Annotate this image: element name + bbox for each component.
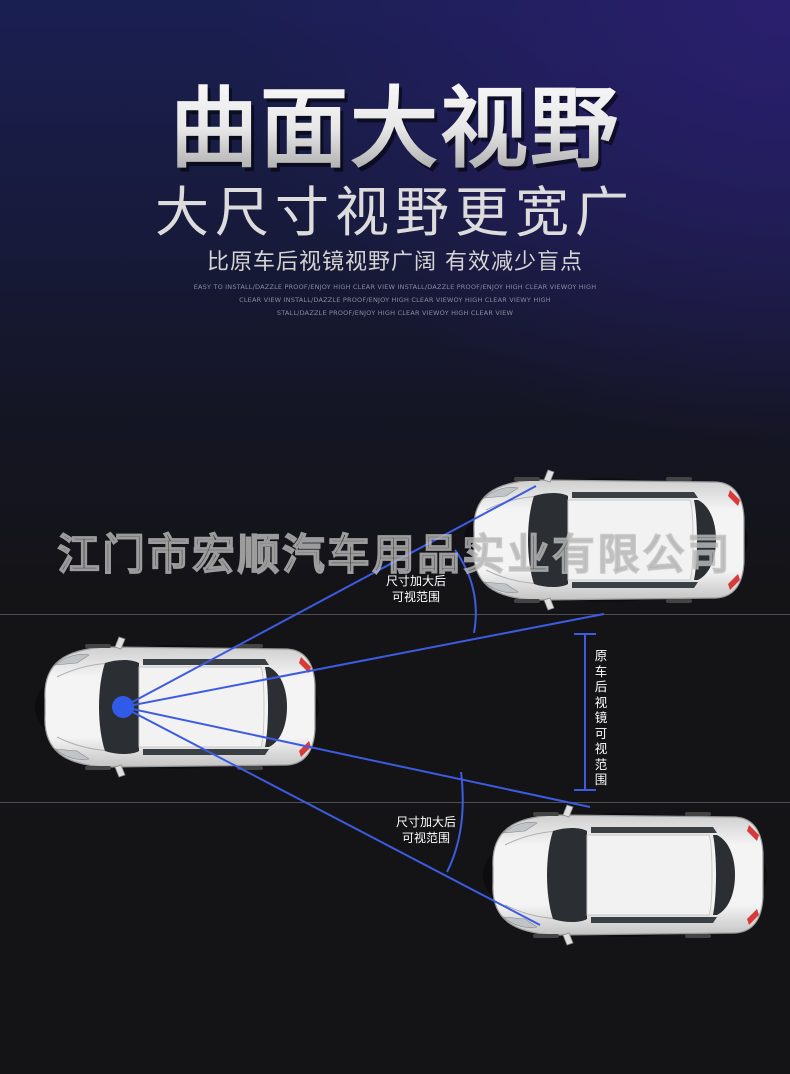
sight-line-upper-inner bbox=[122, 613, 605, 708]
upper-range-label-line1: 尺寸加大后 bbox=[386, 574, 447, 588]
sight-lines bbox=[122, 485, 605, 926]
sight-line-lower-inner bbox=[122, 706, 591, 808]
sight-line-upper-outer bbox=[122, 485, 537, 708]
original-range-label: 原车后视镜可视范围 bbox=[594, 648, 608, 787]
english-tagline-2: CLEAR VIEW INSTALL/DAZZLE PROOF/ENJOY HI… bbox=[239, 296, 551, 304]
company-watermark: 江门市宏顺汽车用品实业有限公司 bbox=[57, 529, 733, 580]
lane-line-upper bbox=[0, 614, 790, 615]
page-subtitle: 大尺寸视野更宽广 bbox=[155, 181, 635, 244]
feature-description: 比原车后视镜视野广阔 有效减少盲点 bbox=[207, 250, 583, 275]
upper-range-label: 尺寸加大后 可视范围 bbox=[386, 573, 446, 605]
lane-line-lower bbox=[0, 802, 790, 803]
lower-range-label-line1: 尺寸加大后 bbox=[396, 815, 457, 829]
lower-range-label: 尺寸加大后 可视范围 bbox=[396, 814, 456, 846]
original-range-bracket bbox=[574, 633, 596, 791]
arc-upper bbox=[454, 549, 477, 634]
lower-range-label-line2: 可视范围 bbox=[402, 831, 451, 845]
viewpoint-dot bbox=[112, 696, 134, 718]
sight-line-lower-outer bbox=[122, 706, 541, 926]
english-tagline-1: EASY TO INSTALL/DAZZLE PROOF/ENJOY HIGH … bbox=[193, 283, 597, 291]
english-tagline-3: STALL/DAZZLE PROOF/ENJOY HIGH CLEAR VIEW… bbox=[276, 309, 514, 317]
upper-range-label-line2: 可视范围 bbox=[392, 590, 441, 604]
car-lower-right bbox=[482, 804, 768, 946]
car-center bbox=[34, 636, 320, 778]
arc-lower bbox=[446, 771, 464, 873]
page-title: 曲面大视野 bbox=[0, 58, 790, 185]
